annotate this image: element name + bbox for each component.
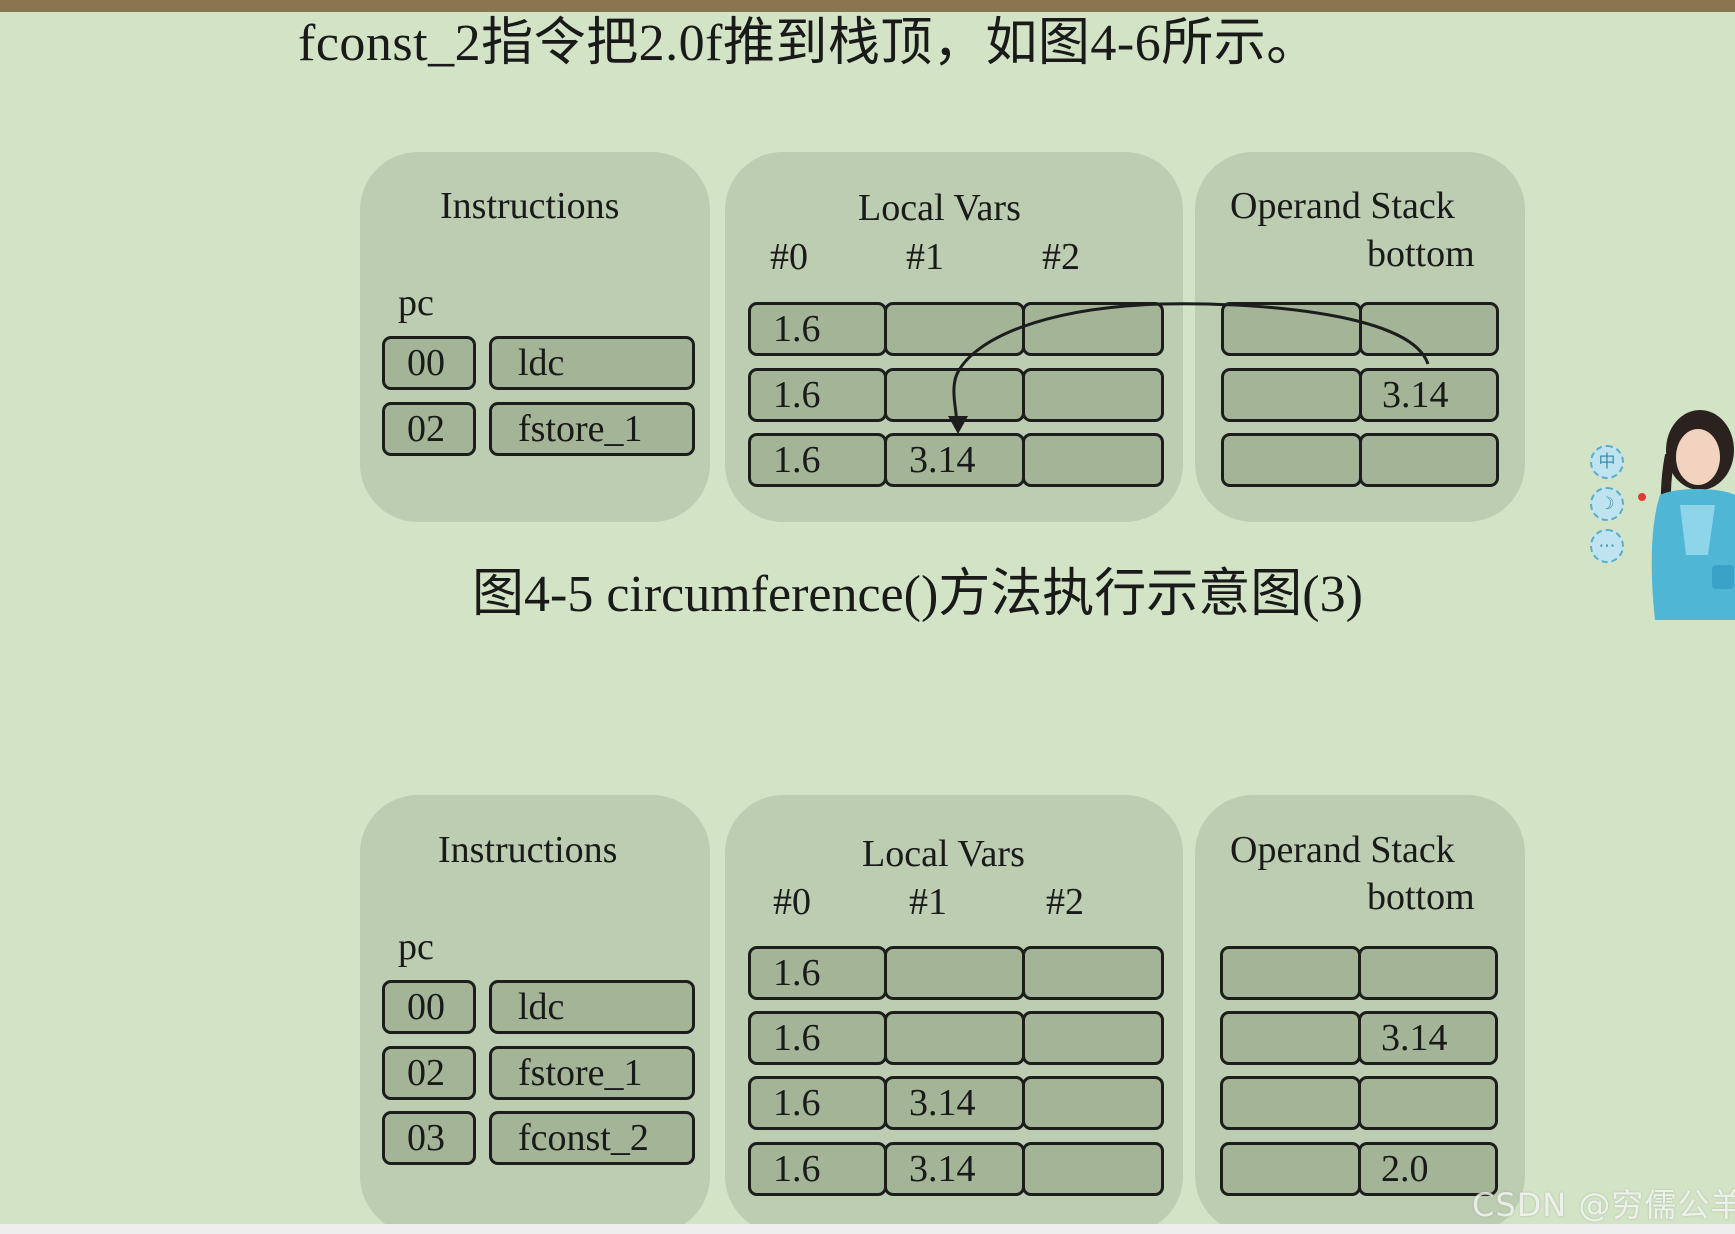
- local-var-cell: [1022, 368, 1164, 422]
- instruction-cell: ldc: [489, 980, 695, 1034]
- local-vars-title: Local Vars: [862, 833, 1025, 875]
- local-var-cell: [1022, 433, 1164, 487]
- operand-stack-cell: 3.14: [1359, 368, 1499, 422]
- csdn-watermark: CSDN @穷儒公羊: [1472, 1186, 1735, 1224]
- local-var-cell: [1022, 1011, 1164, 1065]
- stack-bottom-label: bottom: [1367, 876, 1475, 918]
- local-var-index-1: #1: [906, 236, 944, 278]
- pc-label: pc: [398, 282, 434, 324]
- operand-stack-cell: [1220, 946, 1361, 1000]
- assistant-widget[interactable]: 中 ☽ ⋯: [1580, 395, 1735, 620]
- local-var-cell: [1022, 302, 1164, 356]
- operand-stack-cell: 3.14: [1358, 1011, 1498, 1065]
- local-var-index-2: #2: [1046, 881, 1084, 923]
- operand-stack-cell: [1220, 1142, 1361, 1196]
- operand-stack-cell: [1221, 302, 1362, 356]
- local-var-cell: [1022, 1076, 1164, 1130]
- local-var-cell: 1.6: [748, 1142, 887, 1196]
- figure-caption: 图4-5 circumference()方法执行示意图(3): [472, 566, 1363, 623]
- operand-stack-cell: [1359, 433, 1499, 487]
- bottom-toolbar-strip: [0, 1224, 1735, 1234]
- local-var-index-0: #0: [770, 236, 808, 278]
- operand-stack-title: Operand Stack: [1230, 185, 1455, 227]
- instruction-cell: fconst_2: [489, 1111, 695, 1165]
- operand-stack-title: Operand Stack: [1230, 829, 1455, 871]
- pc-cell: 00: [382, 980, 476, 1034]
- local-var-cell: 1.6: [748, 302, 887, 356]
- instruction-cell: fstore_1: [489, 1046, 695, 1100]
- pc-cell: 02: [382, 402, 476, 456]
- pc-cell: 02: [382, 1046, 476, 1100]
- local-var-cell: [1022, 1142, 1164, 1196]
- local-var-index-1: #1: [909, 881, 947, 923]
- stack-bottom-label: bottom: [1367, 233, 1475, 275]
- pc-cell: 03: [382, 1111, 476, 1165]
- local-var-cell: [884, 368, 1025, 422]
- operand-stack-cell: [1358, 1076, 1498, 1130]
- pc-label: pc: [398, 926, 434, 968]
- operand-stack-cell: [1220, 1076, 1361, 1130]
- operand-stack-cell: [1359, 302, 1499, 356]
- instructions-title: Instructions: [440, 185, 620, 227]
- local-var-cell: [884, 302, 1025, 356]
- pc-cell: 00: [382, 336, 476, 390]
- local-var-cell: [1022, 946, 1164, 1000]
- local-var-cell: 1.6: [748, 1076, 887, 1130]
- local-var-cell: 1.6: [748, 1011, 887, 1065]
- operand-stack-cell: [1220, 1011, 1361, 1065]
- widget-language-button[interactable]: 中: [1590, 445, 1624, 479]
- widget-theme-button[interactable]: ☽: [1590, 487, 1624, 521]
- widget-more-button[interactable]: ⋯: [1590, 529, 1624, 563]
- instruction-cell: fstore_1: [489, 402, 695, 456]
- local-var-cell: 1.6: [748, 433, 887, 487]
- operand-stack-cell: [1221, 433, 1362, 487]
- local-var-cell: 3.14: [884, 433, 1025, 487]
- local-var-index-0: #0: [773, 881, 811, 923]
- instruction-cell: ldc: [489, 336, 695, 390]
- local-var-cell: [884, 1011, 1025, 1065]
- local-var-cell: 3.14: [884, 1076, 1025, 1130]
- local-var-cell: 1.6: [748, 946, 887, 1000]
- operand-stack-cell: 2.0: [1358, 1142, 1498, 1196]
- operand-stack-cell: [1358, 946, 1498, 1000]
- local-var-cell: 1.6: [748, 368, 887, 422]
- heading-text: fconst_2指令把2.0f推到栈顶，如图4-6所示。: [298, 15, 1319, 72]
- assistant-avatar-icon[interactable]: [1580, 395, 1735, 620]
- local-var-index-2: #2: [1042, 236, 1080, 278]
- notification-dot: [1638, 493, 1646, 501]
- local-var-cell: [884, 946, 1025, 1000]
- instructions-title: Instructions: [438, 829, 618, 871]
- operand-stack-cell: [1221, 368, 1362, 422]
- window-top-border: [0, 0, 1735, 12]
- local-vars-title: Local Vars: [858, 187, 1021, 229]
- local-var-cell: 3.14: [884, 1142, 1025, 1196]
